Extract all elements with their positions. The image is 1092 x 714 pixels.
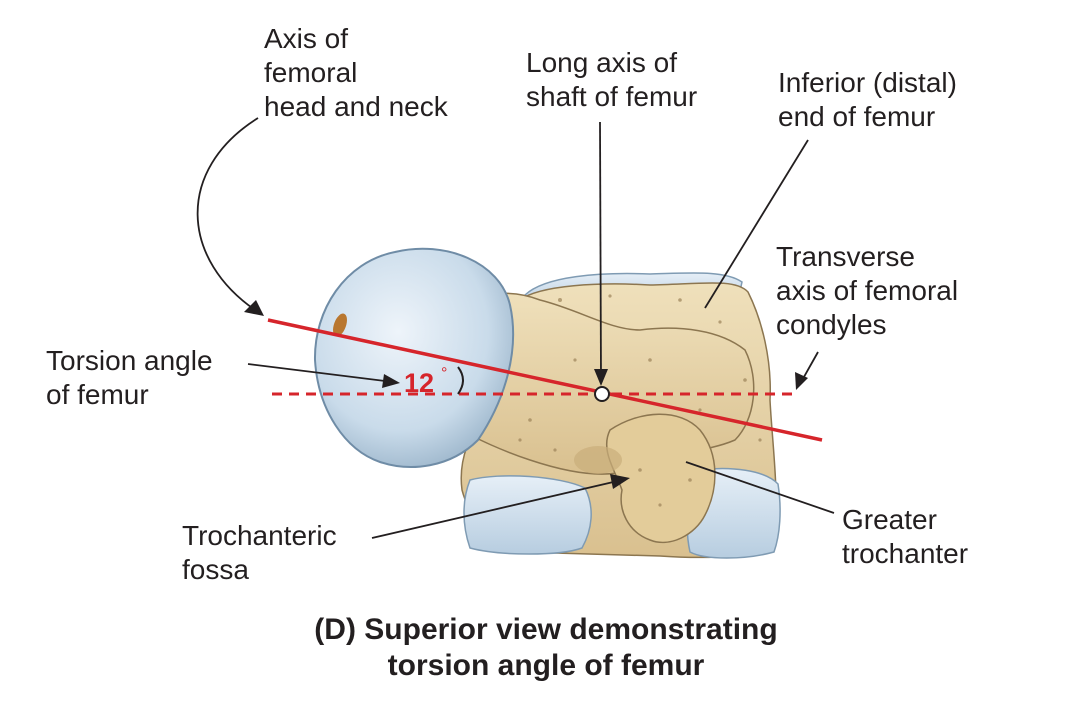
- greater-trochanter-shape: [605, 413, 716, 544]
- leader-torsion-angle: [247, 363, 394, 383]
- bone-texture: [503, 294, 762, 507]
- leader-long-axis: [599, 121, 602, 381]
- label-trochanteric-fossa-line1: Trochanteric: [182, 520, 337, 551]
- label-transverse-axis-line3: condyles: [776, 309, 887, 340]
- trochanteric-fossa-shading: [574, 446, 622, 474]
- caption-line2: torsion angle of femur: [387, 649, 705, 682]
- femoral-head: [313, 247, 515, 468]
- label-head-neck-axis-line2: femoral: [264, 57, 358, 88]
- lateral-condyle-cartilage: [463, 475, 592, 555]
- axis-intersection-point: [594, 386, 610, 402]
- angle-unit: °: [441, 365, 447, 382]
- head-neck-axis: [267, 318, 823, 442]
- label-inferior-end-line1: Inferior (distal): [778, 67, 957, 98]
- arrowhead-head-neck-axis: [244, 300, 264, 316]
- fovea: [333, 313, 347, 337]
- label-torsion-angle-line2: of femur: [46, 379, 149, 410]
- label-inferior-end: Inferior (distal) end of femur: [778, 66, 957, 134]
- caption-line1: (D) Superior view demonstrating: [314, 613, 778, 646]
- label-transverse-axis-line1: Transverse: [776, 241, 916, 272]
- label-greater-trochanter: Greater trochanter: [842, 503, 968, 571]
- label-greater-trochanter-line1: Greater: [842, 504, 937, 535]
- label-torsion-angle: Torsion angle of femur: [46, 344, 213, 412]
- arrowhead-transverse-axis: [795, 372, 808, 390]
- label-head-neck-axis-line3: head and neck: [264, 91, 448, 122]
- label-trochanteric-fossa-line2: fossa: [182, 554, 249, 585]
- label-head-neck-axis-line1: Axis of: [264, 23, 349, 54]
- angle-arc: [457, 366, 464, 395]
- leader-head-neck-axis: [196, 117, 259, 313]
- label-inferior-end-line2: end of femur: [778, 101, 936, 132]
- label-long-axis-line2: shaft of femur: [526, 81, 698, 112]
- label-long-axis: Long axis of shaft of femur: [526, 46, 697, 114]
- label-long-axis-line1: Long axis of: [526, 47, 677, 78]
- arrowhead-torsion-angle: [382, 374, 400, 388]
- label-head-neck-axis: Axis of femoral head and neck: [264, 22, 448, 124]
- leader-lines: [196, 117, 835, 539]
- arrowhead-long-axis: [594, 369, 608, 386]
- leader-greater-trochanter: [685, 461, 835, 514]
- angle-value: 12: [404, 368, 434, 398]
- label-trochanteric-fossa: Trochanteric fossa: [182, 519, 337, 587]
- leader-inferior-end: [704, 139, 809, 309]
- arrowheads: [244, 300, 808, 489]
- label-transverse-axis: Transverse axis of femoral condyles: [776, 240, 958, 342]
- leader-trochanteric-fossa: [371, 479, 623, 539]
- arrowhead-trochanteric-fossa: [610, 474, 630, 489]
- label-torsion-angle-line1: Torsion angle: [46, 345, 213, 376]
- figure-caption: (D) Superior view demonstrating torsion …: [0, 612, 1092, 684]
- label-greater-trochanter-line2: trochanter: [842, 538, 969, 569]
- label-transverse-axis-line2: axis of femoral: [776, 275, 959, 306]
